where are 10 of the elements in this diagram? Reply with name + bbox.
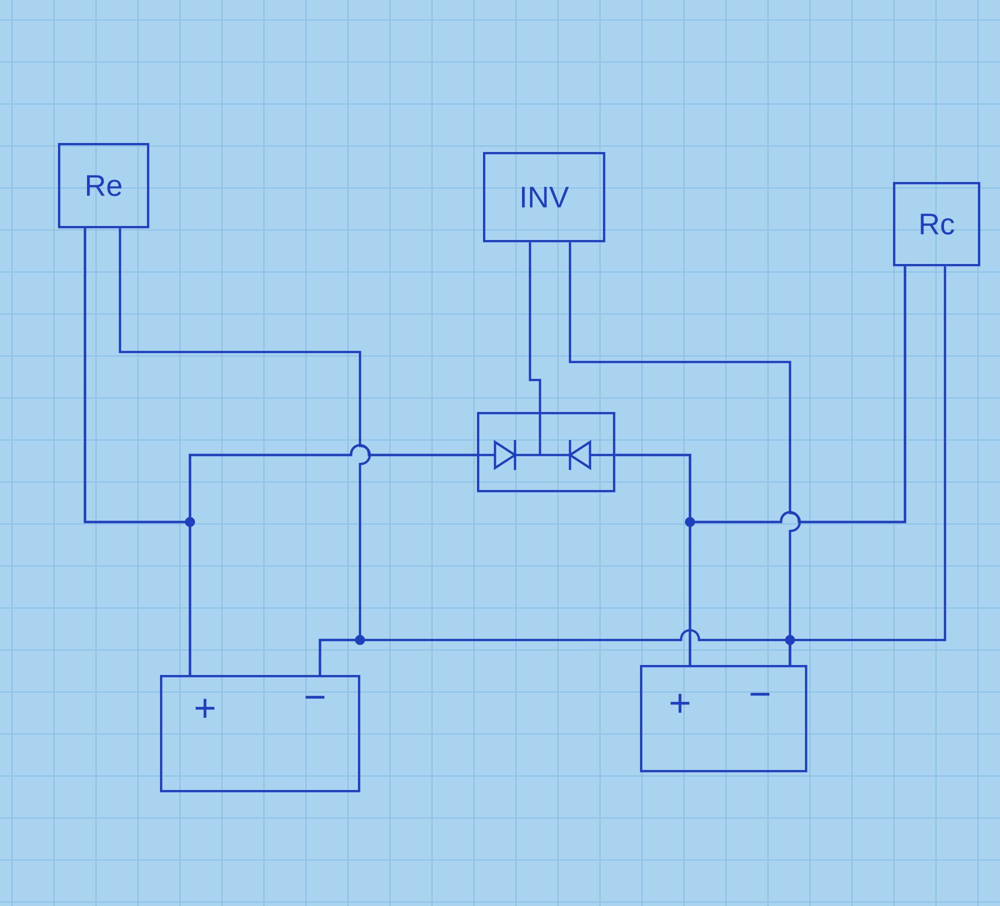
component-box: Rc: [893, 182, 980, 266]
component-box: INV: [483, 152, 606, 242]
wire: [688, 266, 906, 665]
battery-box: + −: [160, 675, 360, 792]
wire: [788, 266, 946, 665]
component-box: Re: [58, 143, 150, 228]
wire: [528, 242, 542, 412]
diode-box: [477, 412, 616, 492]
battery-box: + −: [640, 665, 808, 772]
wire: [188, 444, 477, 675]
